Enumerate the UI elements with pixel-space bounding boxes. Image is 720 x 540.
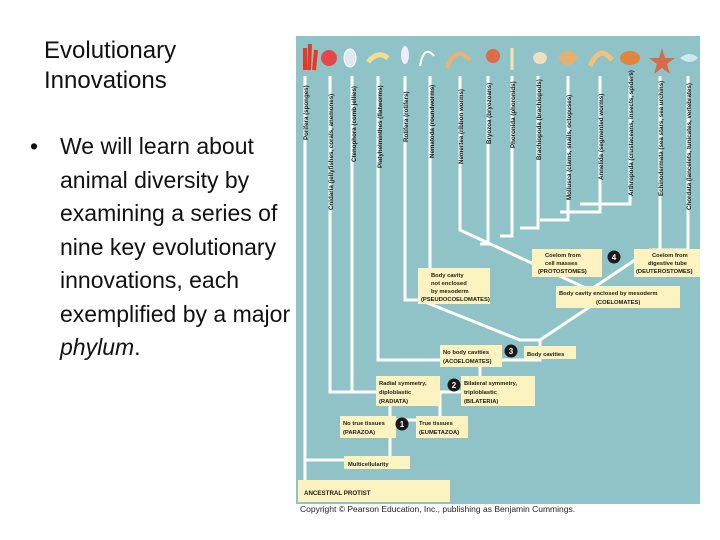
coelomates-label: (COELOMATES) bbox=[596, 300, 640, 306]
ribbon-worm-icon bbox=[445, 51, 472, 69]
coelom-gut-line1-label: Coelom from bbox=[652, 253, 688, 259]
marker-1-number: 1 bbox=[400, 420, 405, 429]
no-true-tissues-label: No true tissues bbox=[343, 421, 385, 427]
pseudo-line2-label: not enclosed bbox=[431, 281, 467, 287]
multicellularity-box bbox=[344, 456, 410, 469]
ctenophore-icon bbox=[343, 48, 357, 68]
organism-icons bbox=[303, 43, 698, 74]
body-cavities-label: Body cavities bbox=[527, 352, 564, 358]
bullet-tail-text: . bbox=[134, 334, 141, 360]
marker-4-number: 4 bbox=[612, 253, 617, 262]
protostomes-label: (PROTOSTOMES) bbox=[538, 269, 587, 275]
pseudo-line1-label: Body cavity bbox=[431, 273, 464, 279]
phylum-label: Phoronida (phoronids) bbox=[510, 81, 517, 148]
triploblastic-label: triploblastic bbox=[464, 390, 498, 396]
phylum-label: Porifera (sponges) bbox=[303, 85, 310, 140]
sponge-icon bbox=[303, 43, 318, 71]
acoelomates-box bbox=[440, 345, 502, 367]
bullet-lead-text: We will learn about animal diversity by … bbox=[60, 133, 291, 327]
coelom-mesoderm-label: Body cavity enclosed by mesoderm bbox=[559, 291, 658, 297]
bilateral-symmetry-label: Bilateral symmetry, bbox=[464, 381, 517, 387]
phylum-labels: Porifera (sponges) Cnidaria (jellyfishes… bbox=[303, 70, 693, 210]
coelomates-box bbox=[556, 286, 680, 308]
marker-2-number: 2 bbox=[452, 381, 457, 390]
deuterostomes-box bbox=[634, 249, 700, 277]
radial-symmetry-label: Radial symmetry, bbox=[379, 381, 427, 387]
coelom-cell-line1-label: Coelom from bbox=[545, 253, 581, 259]
marker-2 bbox=[447, 378, 461, 392]
protostomes-box bbox=[532, 249, 602, 277]
bullet-text: We will learn about animal diversity by … bbox=[60, 130, 292, 365]
fish-icon bbox=[680, 54, 698, 62]
sea-star-icon bbox=[649, 48, 675, 74]
phylum-label: Ctenophora (comb jellies) bbox=[351, 86, 358, 162]
coelom-cell-line2-label: cell masses bbox=[545, 261, 578, 267]
phylum-label: Annelida (segmented worms) bbox=[598, 94, 605, 180]
mollusc-icon bbox=[559, 51, 577, 65]
phylum-label: Arthropoda (crustaceans, insects, spider… bbox=[628, 70, 635, 196]
marker-1 bbox=[395, 417, 409, 431]
marker-3-number: 3 bbox=[509, 347, 514, 356]
flatworm-icon bbox=[366, 52, 390, 64]
deuterostomes-label: (DEUTEROSTOMES) bbox=[636, 269, 693, 275]
no-true-tissues-box bbox=[340, 416, 396, 438]
coelom-gut-line2-label: digestive tube bbox=[648, 261, 688, 267]
rotifer-icon bbox=[401, 46, 409, 64]
phylum-label: Brachiopoda (brachiopods) bbox=[536, 79, 543, 160]
body-cavities-box bbox=[524, 346, 576, 359]
acoelomates-label: (ACOELOMATES) bbox=[443, 359, 492, 365]
crab-icon bbox=[620, 51, 640, 65]
multicellularity-label: Multicellularity bbox=[348, 462, 389, 468]
pseudocoelomates-box bbox=[418, 268, 490, 304]
bilateria-label: (BILATERIA) bbox=[464, 399, 498, 405]
ancestral-protist-label: ANCESTRAL PROTIST bbox=[304, 490, 371, 497]
true-tissues-label: True tissues bbox=[419, 421, 453, 427]
phylum-label: Cnidaria (jellyfishes, corals, anemones) bbox=[328, 94, 335, 210]
bryozoan-icon bbox=[486, 49, 500, 63]
copyright-notice: Copyright © Pearson Education, Inc., pub… bbox=[300, 504, 576, 514]
parazoa-label: (PARAZOA) bbox=[343, 430, 375, 436]
bullet-point: • We will learn about animal diversity b… bbox=[30, 130, 292, 365]
no-body-cavities-label: No body cavities bbox=[443, 350, 489, 356]
true-tissues-box bbox=[416, 416, 468, 438]
cnidarian-icon bbox=[321, 50, 337, 66]
radiata-label: (RADIATA) bbox=[379, 399, 408, 405]
diploblastic-label: diploblastic bbox=[379, 390, 412, 396]
phylum-label: Mollusca (clams, snails, octopuses) bbox=[566, 95, 573, 200]
marker-4 bbox=[607, 250, 621, 264]
phylum-label: Platyhelminthes (flatworms) bbox=[377, 85, 384, 168]
phylum-label: Nemertea (ribbon worms) bbox=[458, 89, 465, 164]
pseudo-line3-label: by mesoderm bbox=[431, 289, 469, 295]
pseudocoelomates-label: (PSEUDOCOELOMATES) bbox=[421, 297, 490, 303]
innovation-markers: 1 2 3 4 bbox=[395, 250, 621, 431]
radiata-box bbox=[376, 376, 440, 406]
phylum-label: Nematoda (roundworms) bbox=[429, 85, 436, 158]
phylum-label: Rotifera (rotifers) bbox=[403, 91, 410, 142]
phylum-label: Bryozoa (bryozoans) bbox=[486, 83, 493, 144]
bilateria-box bbox=[461, 376, 535, 406]
marker-3 bbox=[504, 344, 518, 358]
node-boxes bbox=[340, 249, 700, 469]
phylum-label: Chordata (lancelets, tunicates, vertebra… bbox=[686, 83, 693, 210]
bullet-emphasis-text: phylum bbox=[60, 334, 135, 360]
phylum-label: Echinodermata (sea stars, sea urchins) bbox=[658, 81, 665, 196]
node-labels: Multicellularity No true tissues (PARAZO… bbox=[343, 253, 693, 468]
roundworm-icon bbox=[419, 50, 435, 67]
bullet-marker: • bbox=[30, 133, 39, 159]
eumetazoa-label: (EUMETAZOA) bbox=[419, 430, 459, 436]
ancestral-protist-bar bbox=[298, 480, 450, 502]
brachiopod-icon bbox=[533, 52, 547, 64]
slide-title: Evolutionary Innovations bbox=[44, 37, 177, 94]
annelid-icon bbox=[587, 50, 614, 68]
